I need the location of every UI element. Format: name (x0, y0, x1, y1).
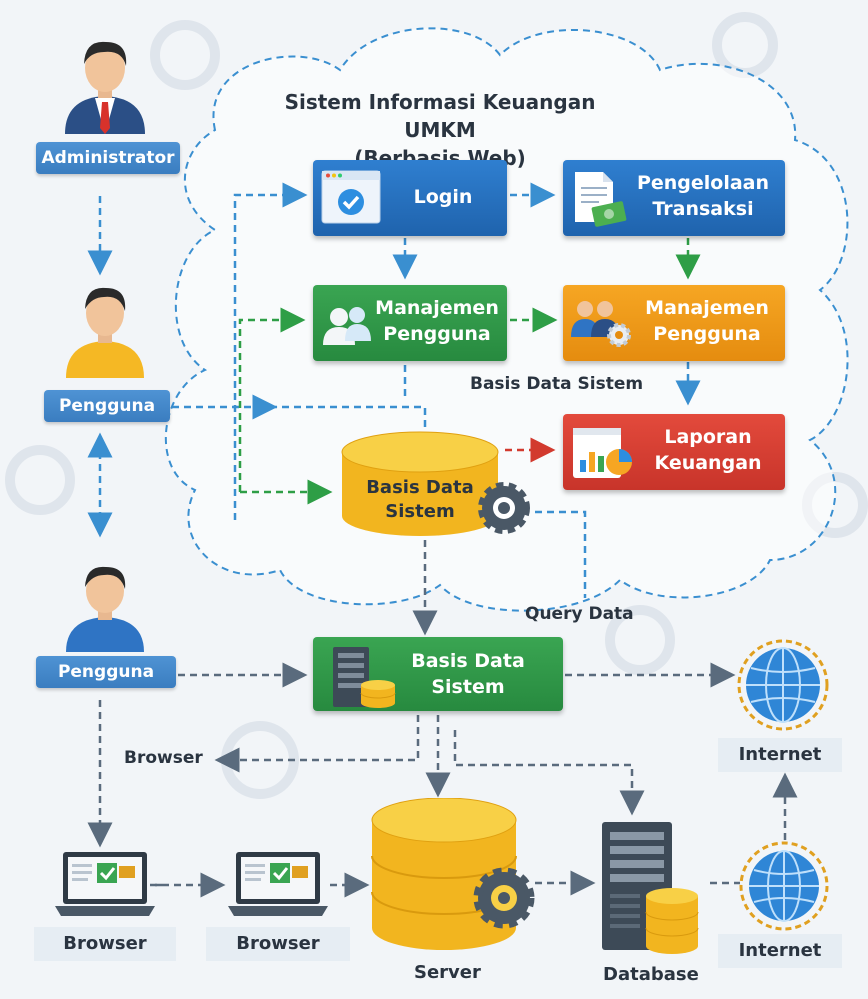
gear-icon (478, 482, 530, 534)
administrator-role: Administrator (36, 142, 180, 174)
database-icon (371, 798, 535, 950)
browser-label-1: Browser (34, 927, 176, 961)
server-rack-icon (333, 647, 396, 708)
laporan-label-line-2: Keuangan (654, 452, 762, 474)
laptop-icon (228, 852, 328, 916)
person-icon (65, 41, 145, 134)
transaksi-label: Pengelolaan Transaksi (625, 170, 781, 222)
manajemen-orange-label: Manajemen Pengguna (633, 295, 781, 347)
basis-data-server-label: Basis Data Sistem (393, 648, 543, 700)
transaksi-module: Pengelolaan Transaksi (563, 160, 785, 236)
laptop-icon (55, 852, 155, 916)
manajemen-pengguna-module: Manajemen Pengguna (313, 285, 507, 361)
basis-data-sistem-label: Basis Data Sistem (470, 374, 644, 394)
laporan-label: Laporan Keuangan (635, 424, 781, 476)
users-gear-icon (571, 301, 631, 347)
basis-data-cloud-label: Basis Data Sistem (350, 476, 490, 524)
users-icon (323, 307, 371, 345)
database-label: Database (603, 964, 699, 985)
browser-mid-label: Browser (124, 748, 203, 768)
report-chart-icon (573, 428, 632, 478)
server-rack-icon (602, 822, 699, 954)
check-window-icon (321, 170, 381, 224)
globe-icon (737, 639, 829, 731)
pengguna-role-1: Pengguna (44, 390, 170, 422)
person-icon (66, 566, 144, 652)
basis-data-server-module: Basis Data Sistem (313, 637, 563, 711)
laporan-keuangan-module: Laporan Keuangan (563, 414, 785, 490)
browser-label-2: Browser (206, 927, 350, 961)
globe-icon (739, 841, 829, 931)
basis-data-server-label-line-1: Basis Data (411, 650, 525, 672)
internet-label-2: Internet (718, 934, 842, 968)
manajemen-green-label-line-2: Pengguna (383, 323, 491, 345)
manajemen-green-label: Manajemen Pengguna (371, 295, 503, 347)
query-data-label: Query Data (525, 604, 634, 624)
transaksi-label-line-2: Transaksi (652, 198, 754, 220)
manajemen-green-label-line-1: Manajemen (375, 297, 499, 319)
manajemen-orange-label-line-1: Manajemen (645, 297, 769, 319)
database-icon (341, 431, 530, 536)
laporan-label-line-1: Laporan (664, 426, 752, 448)
database-icon (645, 888, 699, 954)
login-module: Login (313, 160, 507, 236)
basis-data-cloud-label-line-1: Basis Data (366, 477, 474, 498)
manajemen-pengguna-orange-module: Manajemen Pengguna (563, 285, 785, 361)
internet-label-1: Internet (718, 738, 842, 772)
gear-icon (473, 867, 535, 929)
title-line-1: Sistem Informasi Keuangan UMKM (284, 90, 596, 142)
server-label: Server (414, 962, 481, 983)
login-label: Login (413, 186, 473, 208)
person-icon (66, 287, 144, 378)
transaksi-label-line-1: Pengelolaan (636, 172, 770, 194)
document-icon (575, 172, 627, 227)
pengguna-role-2: Pengguna (36, 656, 176, 688)
manajemen-orange-label-line-2: Pengguna (653, 323, 761, 345)
basis-data-server-label-line-2: Sistem (431, 676, 505, 698)
basis-data-cloud-label-line-2: Sistem (385, 501, 455, 522)
